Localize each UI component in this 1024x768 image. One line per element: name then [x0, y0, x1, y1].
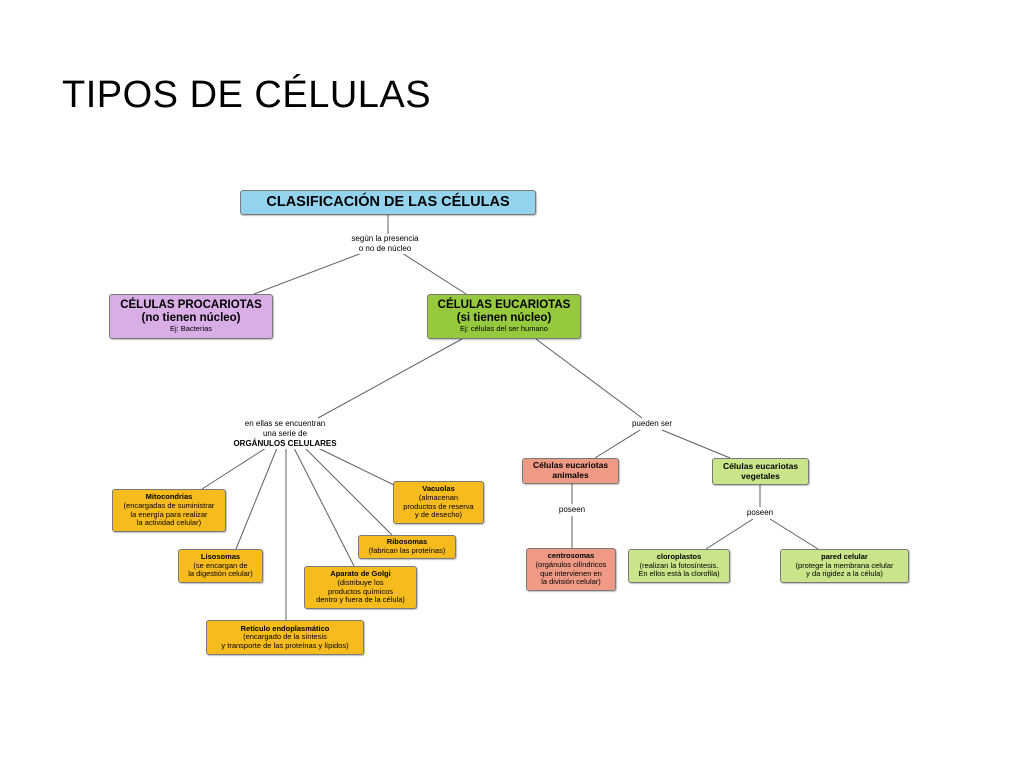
node-golgi-apparatus: Aparato de Golgi (distribuye los product…: [304, 566, 417, 609]
node-example: Ej: células del ser humano: [460, 324, 548, 334]
node-endoplasmic-reticulum: Retículo endoplasmático (encargado de la…: [206, 620, 364, 655]
connector: [317, 338, 463, 419]
node-text: (protege la membrana celular: [795, 560, 894, 570]
node-vacuoles: Vacuolas (almacenan productos de reserva…: [393, 481, 484, 524]
node-text: (se encargan de: [193, 560, 248, 570]
node-lysosomes: Lisosomas (se encargan de la digestión c…: [178, 549, 263, 583]
node-text: la digestión celular): [188, 569, 253, 579]
node-text: (distribuye los: [337, 577, 384, 587]
connector: [705, 518, 754, 550]
node-title: centrosomas: [547, 551, 595, 561]
node-text: la energía para realizar: [130, 509, 208, 519]
node-ribosomes: Ribosomas (fabrican las proteínas): [358, 535, 456, 559]
connector: [769, 518, 819, 550]
node-text: En ellos está la clorofila): [638, 569, 720, 579]
node-title: vegetales: [741, 470, 780, 481]
node-text: la división celular): [541, 577, 601, 587]
connector: [317, 447, 395, 486]
node-text: (encargadas de suministrar: [123, 500, 215, 510]
node-text: (orgánulos cilíndricos: [535, 559, 607, 569]
link-label-can-be: pueden ser: [622, 419, 682, 429]
link-label-line: poseen: [746, 508, 774, 517]
connector: [594, 429, 641, 459]
node-text: dentro y fuera de la célula): [316, 595, 405, 605]
connector: [535, 338, 643, 419]
slide-title: TIPOS DE CÉLULAS: [62, 74, 432, 116]
node-eukaryotic-cells: CÉLULAS EUCARIOTAS (si tienen núcleo) Ej…: [427, 294, 581, 339]
node-title: Mitocondrias: [145, 492, 193, 502]
node-text: que intervienen en: [540, 568, 602, 578]
link-label-organelles: en ellas se encuentran una serie de ORGÁ…: [220, 419, 350, 449]
connector: [201, 447, 267, 490]
link-label-line: o no de núcleo: [358, 244, 412, 253]
node-animal-eukaryotic-cells: Células eucariotas animales: [522, 458, 619, 484]
connector: [235, 447, 278, 550]
link-label-nucleus-presence: según la presencia o no de núcleo: [330, 234, 440, 254]
node-plant-eukaryotic-cells: Células eucariotas vegetales: [712, 458, 809, 485]
connector: [304, 447, 393, 536]
link-label-line: según la presencia: [351, 234, 419, 243]
node-title: cloroplastos: [656, 552, 702, 562]
node-title: CÉLULAS EUCARIOTAS: [437, 298, 571, 311]
node-title: (si tienen núcleo): [456, 312, 552, 325]
node-text: y da rigidez a la célula): [806, 569, 883, 579]
connector: [661, 429, 731, 459]
node-title: Ribosomas: [386, 537, 428, 547]
node-text: y transporte de las proteínas y lípidos): [221, 640, 349, 650]
node-prokaryotic-cells: CÉLULAS PROCARIOTAS (no tienen núcleo) E…: [109, 294, 273, 339]
link-label-line: ORGÁNULOS CELULARES: [233, 439, 337, 448]
node-label: CLASIFICACIÓN DE LAS CÉLULAS: [266, 194, 510, 211]
node-title: Lisosomas: [200, 552, 241, 562]
node-title: CÉLULAS PROCARIOTAS: [120, 298, 262, 311]
node-text: (fabrican las proteínas): [368, 546, 446, 555]
link-label-line: en ellas se encuentran: [244, 419, 326, 428]
node-mitochondria: Mitocondrias (encargadas de suministrar …: [112, 489, 226, 532]
node-text: (almacenan: [418, 492, 459, 502]
node-title: pared celular: [821, 552, 868, 562]
node-chloroplasts: cloroplastos (realizan la fotosíntesis. …: [628, 549, 730, 583]
node-title: (no tienen núcleo): [141, 312, 241, 325]
node-example: Ej: Bacterias: [169, 324, 213, 334]
node-centrosomes: centrosomas (orgánulos cilíndricos que i…: [526, 548, 616, 591]
node-text: y de desecho): [414, 510, 463, 520]
node-text: (encargado de la síntesis: [243, 632, 327, 642]
link-label-line: pueden ser: [631, 419, 673, 428]
link-label-plant-have: poseen: [736, 508, 784, 518]
node-title: Aparato de Golgi: [330, 569, 391, 579]
node-text: (realizan la fotosíntesis.: [639, 560, 719, 570]
connector: [293, 447, 355, 567]
node-text: productos de reserva: [403, 501, 474, 511]
node-title: Vacuolas: [422, 484, 455, 494]
node-title: Células eucariotas: [722, 460, 799, 471]
node-text: la actividad celular): [136, 518, 202, 528]
link-label-line: una serie de: [262, 429, 308, 438]
connector: [253, 252, 363, 295]
link-label-animal-have: poseen: [548, 505, 596, 515]
node-text: productos químicos: [327, 586, 394, 596]
node-title: Retículo endoplasmático: [240, 623, 330, 633]
node-title: animales: [552, 470, 589, 480]
node-cell-wall: pared celular (protege la membrana celul…: [780, 549, 909, 583]
node-cell-classification: CLASIFICACIÓN DE LAS CÉLULAS: [240, 190, 536, 215]
link-label-line: poseen: [558, 505, 586, 514]
connector: [401, 252, 467, 295]
node-title: Células eucariotas: [532, 460, 609, 471]
